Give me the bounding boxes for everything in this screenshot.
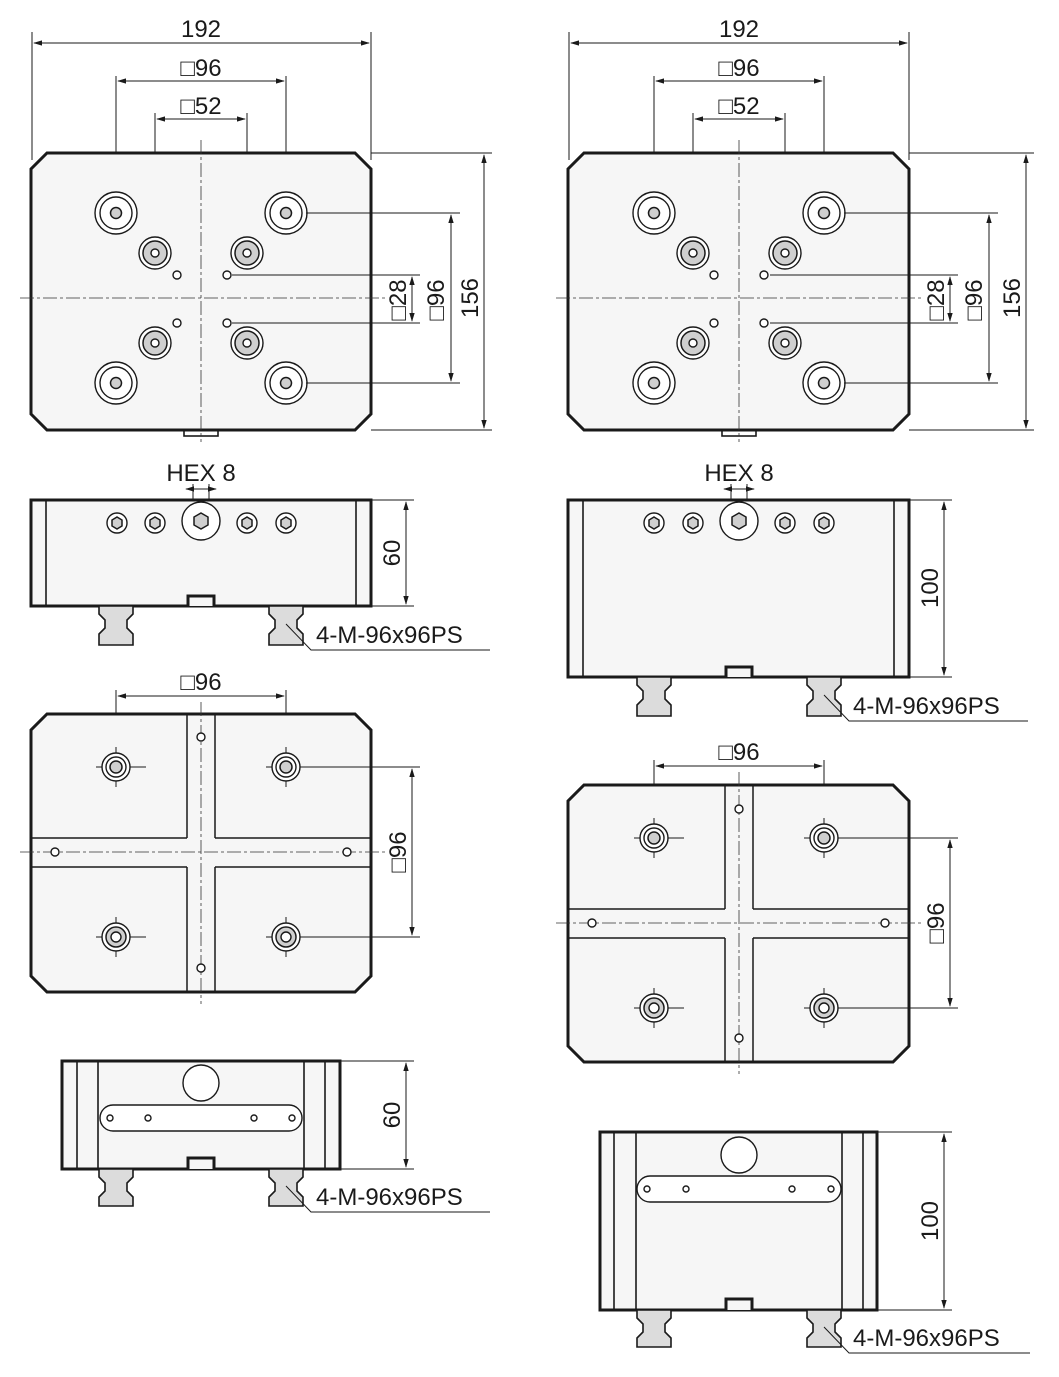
right-top-large-holes	[632, 191, 846, 405]
right-bottom-v-square-label: □96	[923, 902, 950, 943]
right-top-v-inner-label: □28	[923, 279, 950, 320]
right-top-view: 192 □96 □52	[556, 16, 1034, 442]
right-side-view-1: HEX 8 100 4-M-96x96	[566, 460, 1028, 722]
left-top-height-label: 156	[457, 278, 484, 318]
left-side2-pins	[98, 1168, 304, 1207]
right-side1-height-label: 100	[917, 568, 944, 608]
left-bottom-view: □96	[20, 669, 420, 1004]
right-side2-pin-label: 4-M-96x96PS	[853, 1325, 1000, 1352]
left-top-large-holes	[94, 191, 308, 405]
right-top-height-label: 156	[999, 278, 1026, 318]
right-side-view-2: 100 4-M-96x96PS	[598, 1130, 1030, 1354]
left-bottom-h-square-label: □96	[180, 669, 221, 696]
right-side2-height-label: 100	[917, 1201, 944, 1241]
right-bottom-view: □96	[556, 739, 958, 1074]
right-top-medium-holes	[676, 236, 802, 360]
right-top-inner-square-label: □52	[718, 93, 759, 120]
right-side1-pin-label: 4-M-96x96PS	[853, 693, 1000, 720]
right-top-small-pins	[709, 270, 769, 328]
right-column: 192 □96 □52	[556, 16, 1034, 1354]
right-top-outer-square-label: □96	[718, 55, 759, 82]
left-top-v-inner-label: □28	[385, 279, 412, 320]
left-column: 192 □96 □52	[20, 16, 492, 1213]
left-top-v-outer-label: □96	[423, 279, 450, 320]
left-side-view-2: 60 4-M-96x96PS	[60, 1059, 490, 1213]
left-side1-pins	[98, 605, 304, 646]
left-side2-pin-label: 4-M-96x96PS	[316, 1184, 463, 1211]
left-side1-holes	[106, 501, 297, 541]
right-side1-hex-label: HEX 8	[704, 460, 773, 487]
right-side1-pins	[636, 676, 842, 717]
left-side1-hex-label: HEX 8	[166, 460, 235, 487]
left-side-view-1: HEX 8	[29, 460, 490, 651]
left-top-small-pins	[172, 270, 232, 328]
right-side1-holes	[643, 501, 835, 541]
left-side2-height-label: 60	[379, 1102, 406, 1129]
left-bottom-v-square-label: □96	[385, 831, 412, 872]
right-bottom-h-square-label: □96	[718, 739, 759, 766]
left-top-medium-holes	[138, 236, 264, 360]
left-top-view: 192 □96 □52	[20, 16, 492, 442]
left-top-inner-square-label: □52	[180, 93, 221, 120]
left-top-width-label: 192	[181, 16, 221, 43]
right-bottom-body	[566, 783, 911, 1064]
right-bottom-pin-holes	[634, 818, 854, 1028]
right-top-v-outer-label: □96	[961, 279, 988, 320]
right-top-body	[566, 151, 911, 432]
right-side2-pins	[636, 1309, 842, 1348]
left-side1-height-label: 60	[379, 540, 406, 567]
left-top-outer-square-label: □96	[180, 55, 221, 82]
left-side1-body	[29, 498, 373, 608]
right-top-width-label: 192	[719, 16, 759, 43]
left-side1-pin-label: 4-M-96x96PS	[316, 622, 463, 649]
